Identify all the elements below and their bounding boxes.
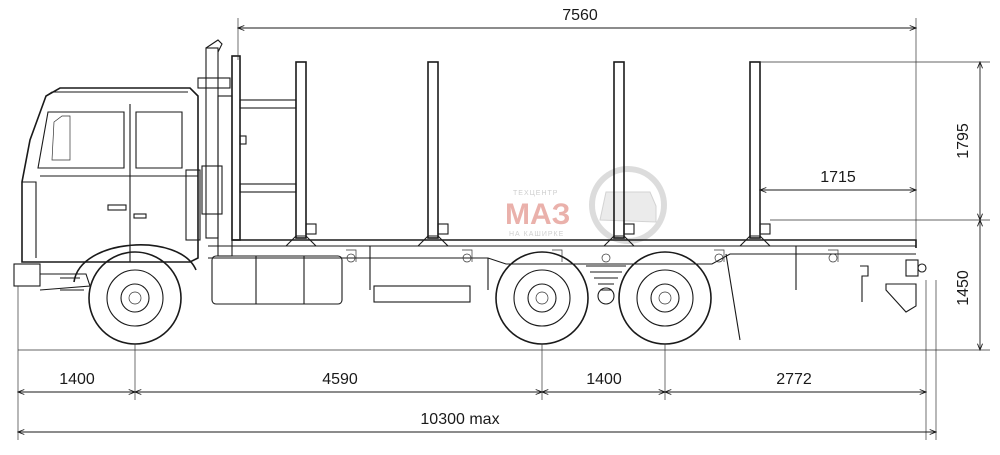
dimension-front-overhang: 1400: [18, 371, 135, 392]
dimension-overall-length: 10300 max: [18, 411, 936, 432]
dim-label-platform-length: 7560: [562, 7, 598, 24]
rear-wheel-2: [618, 251, 712, 345]
stake-2: [416, 61, 450, 247]
dim-label-stake-height: 1795: [955, 123, 972, 159]
dimension-rear-stake-offset: 1715: [760, 169, 916, 190]
dim-label-rear-overhang: 2772: [776, 371, 812, 388]
dim-label-frame-height: 1450: [955, 270, 972, 306]
dimension-frame-height: 1450: [955, 220, 980, 350]
rear-wheel-1: [495, 251, 589, 345]
dim-label-overall-length: 10300 max: [420, 411, 499, 428]
dimension-platform-length: 7560: [238, 7, 916, 28]
cab: [13, 87, 199, 291]
dim-label-front-overhang: 1400: [59, 371, 95, 388]
dimension-rear-overhang: 2772: [665, 371, 926, 392]
extension-lines: [17, 18, 990, 440]
fuel-tank: [211, 255, 471, 305]
stake-4: [738, 61, 772, 247]
dim-label-bogie-spacing: 1400: [586, 371, 622, 388]
dimension-bogie-spacing: 1400: [542, 371, 665, 392]
exhaust-and-cab-rear: [185, 39, 233, 257]
rear-suspension: [586, 265, 626, 305]
watermark-brand: МАЗ: [505, 198, 570, 231]
dim-label-wheelbase: 4590: [322, 371, 358, 388]
headboard: [231, 55, 297, 241]
frame: [208, 239, 917, 341]
watermark-logo: ТЕХЦЕНТР МАЗ НА КАШИРКЕ: [505, 166, 667, 244]
dimension-stake-height: 1795: [955, 62, 980, 220]
front-wheel: [88, 251, 182, 345]
dimension-wheelbase: 4590: [135, 371, 542, 392]
stakes: [284, 61, 772, 247]
stake-1: [284, 61, 318, 247]
watermark-bottom-text: НА КАШИРКЕ: [509, 231, 564, 238]
watermark-top-text: ТЕХЦЕНТР: [513, 190, 558, 197]
rear-hitch: [860, 259, 927, 313]
dim-label-rear-stake-offset: 1715: [820, 169, 856, 186]
